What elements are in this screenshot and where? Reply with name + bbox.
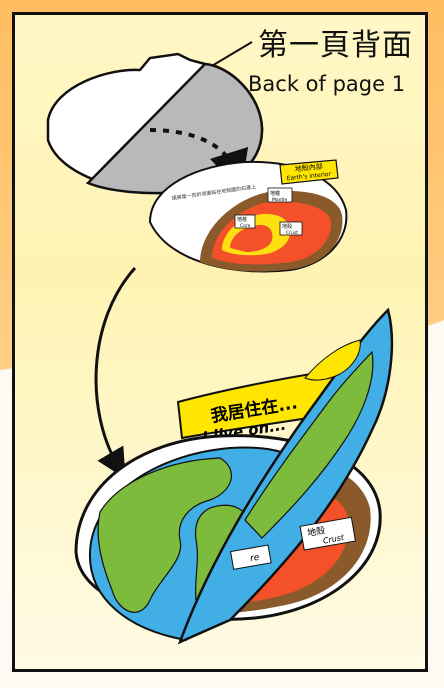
svg-text:地殼: 地殼 [282, 223, 292, 230]
big-label-crust: 地殼 Crust [299, 516, 357, 551]
small-book-inner-core [230, 224, 273, 252]
big-earth-book: 我居住在... I live on... 地殼 Crust re [74, 307, 394, 645]
small-banner-en: Earth's interior [286, 171, 332, 183]
small-label-crust: 地殼 Crust [279, 221, 303, 236]
big-book-land-west [97, 457, 232, 613]
small-earth-book: 地殼內部 Earth's interior 請將第一頁的背面貼在地殼圖的右邊上 … [148, 159, 348, 273]
svg-text:re: re [249, 553, 260, 565]
standing-page-banner [304, 339, 361, 381]
big-label-core-partial: re [229, 544, 272, 570]
small-label-mantle: 地幔 Mantle [267, 187, 293, 203]
svg-text:Core: Core [240, 223, 251, 229]
page-title-zh: 第一頁背面 [258, 28, 413, 63]
svg-text:Crust: Crust [322, 533, 345, 546]
standing-page-land [244, 350, 374, 539]
page-title-en: Back of page 1 [248, 72, 406, 96]
svg-text:地核: 地核 [237, 216, 247, 223]
svg-text:地幔: 地幔 [270, 190, 280, 197]
svg-text:地殼: 地殼 [306, 524, 326, 539]
small-banner-zh: 地殼內部 [294, 162, 323, 174]
curved-arrow [94, 266, 137, 479]
svg-text:Mantle: Mantle [272, 197, 288, 203]
small-book-banner [279, 159, 339, 185]
svg-text:Crust: Crust [286, 230, 298, 236]
dashed-arrow [149, 128, 249, 192]
small-label-core: 地核 Core [234, 214, 256, 229]
